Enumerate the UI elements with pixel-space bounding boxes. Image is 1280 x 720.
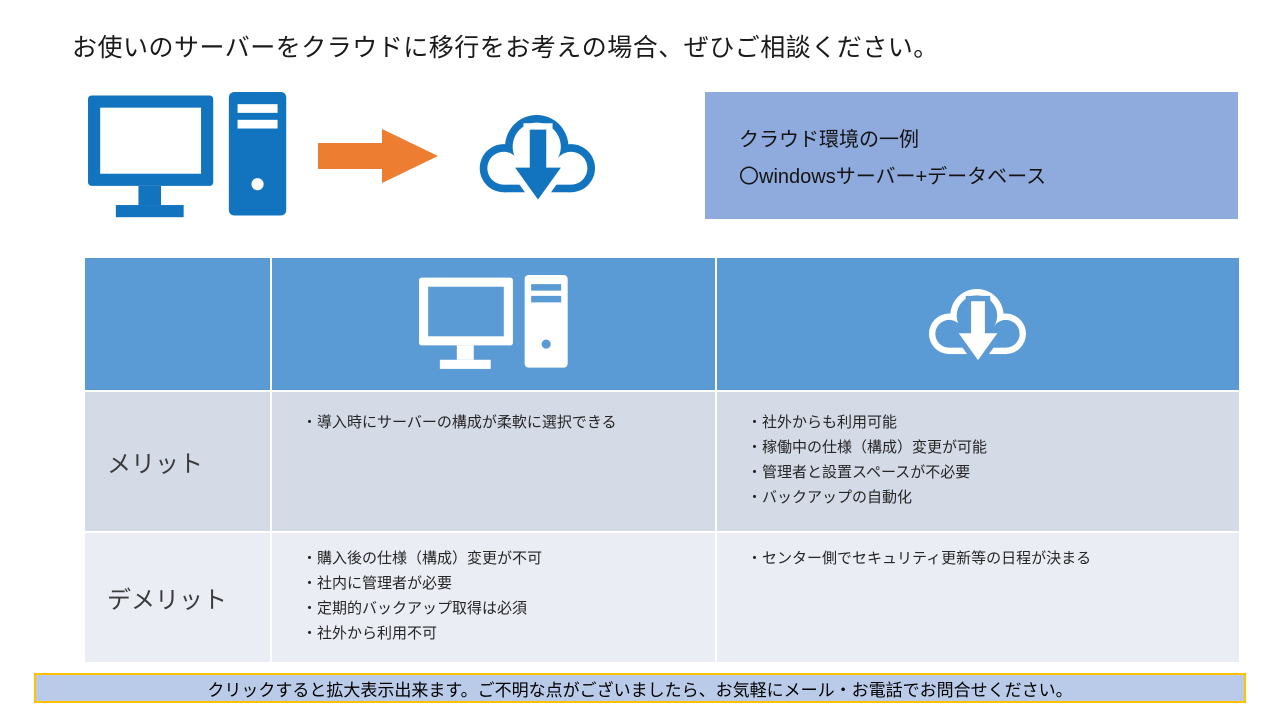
cloud-download-icon (462, 96, 614, 216)
cloud-download-icon (914, 273, 1042, 374)
bullet-line: ・管理者と設置スペースが不必要 (747, 464, 971, 481)
cloud-example-box: クラウド環境の一例 〇windowsサーバー+データベース (705, 92, 1238, 219)
info-line-2: 〇windowsサーバー+データベース (739, 165, 1047, 188)
table-header-onpremise (272, 258, 715, 390)
bullet-line: ・導入時にサーバーの構成が柔軟に選択できる (302, 414, 617, 431)
arrow-right-icon (318, 127, 440, 185)
row-label-demerit: デメリット (85, 533, 270, 662)
row-label-merit: メリット (85, 392, 270, 531)
demerit-cloud-cell: ・センター側でセキュリティ更新等の日程が決まる (717, 533, 1239, 662)
bullet-line: ・バックアップの自動化 (747, 489, 913, 506)
demerit-onpremise-cell: ・購入後の仕様（構成）変更が不可・社内に管理者が必要・定期的バックアップ取得は必… (272, 533, 715, 662)
table-header-cloud (717, 258, 1239, 390)
comparison-table: メリット ・導入時にサーバーの構成が柔軟に選択できる ・社外からも利用可能・稼働… (85, 258, 1239, 662)
bullet-line: ・稼働中の仕様（構成）変更が可能 (747, 439, 988, 456)
bullet-line: ・社外からも利用可能 (747, 414, 898, 431)
merit-onpremise-cell: ・導入時にサーバーの構成が柔軟に選択できる (272, 392, 715, 531)
footer-note: クリックすると拡大表示出来ます。ご不明な点がございましたら、お気軽にメール・お電… (34, 673, 1246, 703)
info-line-1: クラウド環境の一例 (739, 128, 919, 151)
table-header-empty (85, 258, 270, 390)
computer-icon (88, 92, 288, 222)
page-title: お使いのサーバーをクラウドに移行をお考えの場合、ぜひご相談ください。 (72, 34, 939, 62)
computer-icon (418, 275, 569, 373)
bullet-line: ・社外から利用不可 (302, 625, 438, 642)
bullet-line: ・定期的バックアップ取得は必須 (302, 600, 528, 617)
bullet-line: ・センター側でセキュリティ更新等の日程が決まる (747, 550, 1092, 567)
bullet-line: ・社内に管理者が必要 (302, 575, 453, 592)
merit-cloud-cell: ・社外からも利用可能・稼働中の仕様（構成）変更が可能・管理者と設置スペースが不必… (717, 392, 1239, 531)
bullet-line: ・購入後の仕様（構成）変更が不可 (302, 550, 543, 567)
